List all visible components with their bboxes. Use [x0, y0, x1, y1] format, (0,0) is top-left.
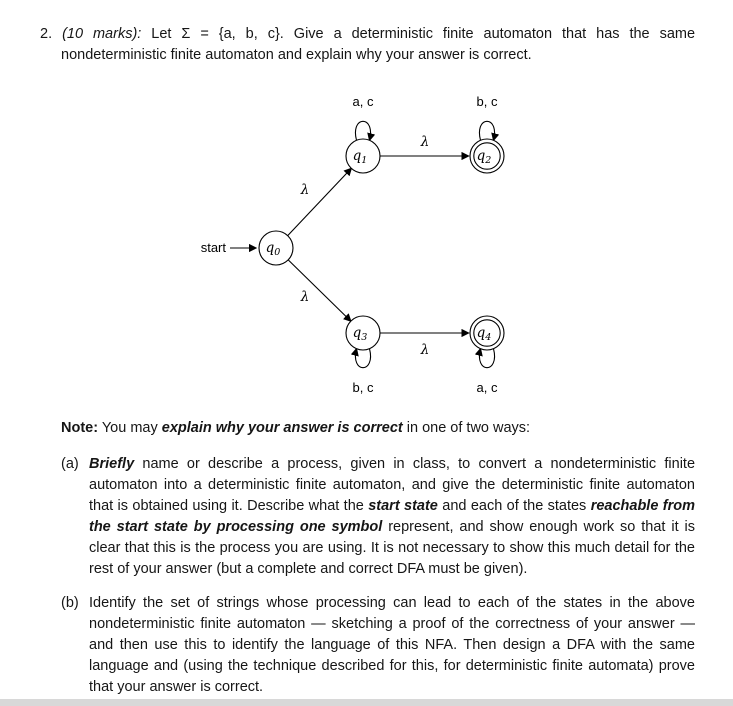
list-item-b: (b) Identify the set of strings whose pr… — [61, 593, 695, 698]
lambda-label-q0-q3: λ — [300, 289, 310, 305]
self-loop-q3 — [350, 347, 372, 368]
problem-statement: 2. (10 marks): Let Σ = {a, b, c}. Give a… — [40, 24, 695, 66]
nfa-diagram: start λ λ λ λ a, c b, c b, c a, c q0 — [40, 80, 695, 400]
state-q4-accepting: q4 — [469, 315, 505, 351]
self-loop-q1 — [354, 121, 376, 142]
item-a-seg6: represent, and show enough work so that … — [89, 518, 695, 577]
item-a-marker: (a) — [61, 455, 79, 472]
item-b-text: Identify the set of strings whose proces… — [89, 594, 695, 695]
problem-text: Give a deterministic finite automaton th… — [61, 25, 696, 63]
note-pre-text: You may — [101, 420, 158, 436]
state-q3: q3 — [345, 315, 381, 351]
svg-text:q3: q3 — [353, 325, 368, 343]
item-a-emphasis-start-state: start state — [368, 497, 438, 514]
problem-lead-in: Let — [151, 25, 172, 42]
svg-text:q2: q2 — [477, 148, 492, 166]
item-a-seg2: name or describe a process, given in cla… — [89, 455, 696, 514]
svg-text:q4: q4 — [477, 325, 492, 343]
item-a-emphasis-briefly: Briefly — [89, 455, 135, 472]
problem-marks: (10 marks): — [62, 25, 142, 42]
note-paragraph: Note: You may explain why your answer is… — [61, 418, 695, 439]
svg-text:q0: q0 — [266, 240, 281, 258]
loop-label-q4: a, c — [477, 380, 498, 395]
bottom-scrollbar-track[interactable] — [0, 699, 733, 706]
item-a-emphasis-reachable: reachable from the start state by proces… — [89, 497, 695, 535]
edge-q0-q1 — [287, 167, 353, 236]
start-label: start — [201, 240, 227, 255]
loop-label-q2: b, c — [477, 94, 498, 109]
state-q2-accepting: q2 — [469, 138, 505, 174]
lambda-label-q3-q4: λ — [420, 342, 430, 358]
problem-number: 2. — [40, 25, 53, 42]
note-post-text: in one of two ways: — [406, 420, 531, 436]
sigma-expression: Σ = {a, b, c}. — [181, 25, 284, 42]
item-a-seg4: and each of the states — [442, 497, 587, 514]
state-q1: q1 — [345, 138, 381, 174]
self-loop-q2 — [478, 121, 500, 142]
loop-label-q3: b, c — [353, 380, 374, 395]
state-q0: q0 — [258, 230, 294, 266]
nfa-diagram-svg: start λ λ λ λ a, c b, c b, c a, c q0 — [201, 94, 505, 395]
note-label: Note: — [61, 420, 99, 436]
item-b-marker: (b) — [61, 594, 79, 611]
svg-text:q1: q1 — [353, 148, 368, 166]
note-emphasis: explain why your answer is correct — [161, 420, 403, 436]
item-a-text: Briefly name or describe a process, give… — [89, 454, 695, 580]
list-item-a: (a) Briefly name or describe a process, … — [61, 454, 695, 580]
lambda-label-q0-q1: λ — [300, 182, 310, 198]
self-loop-q4 — [474, 347, 496, 368]
edge-q0-q3 — [287, 259, 352, 322]
loop-label-q1: a, c — [353, 94, 374, 109]
lambda-label-q1-q2: λ — [420, 134, 430, 150]
